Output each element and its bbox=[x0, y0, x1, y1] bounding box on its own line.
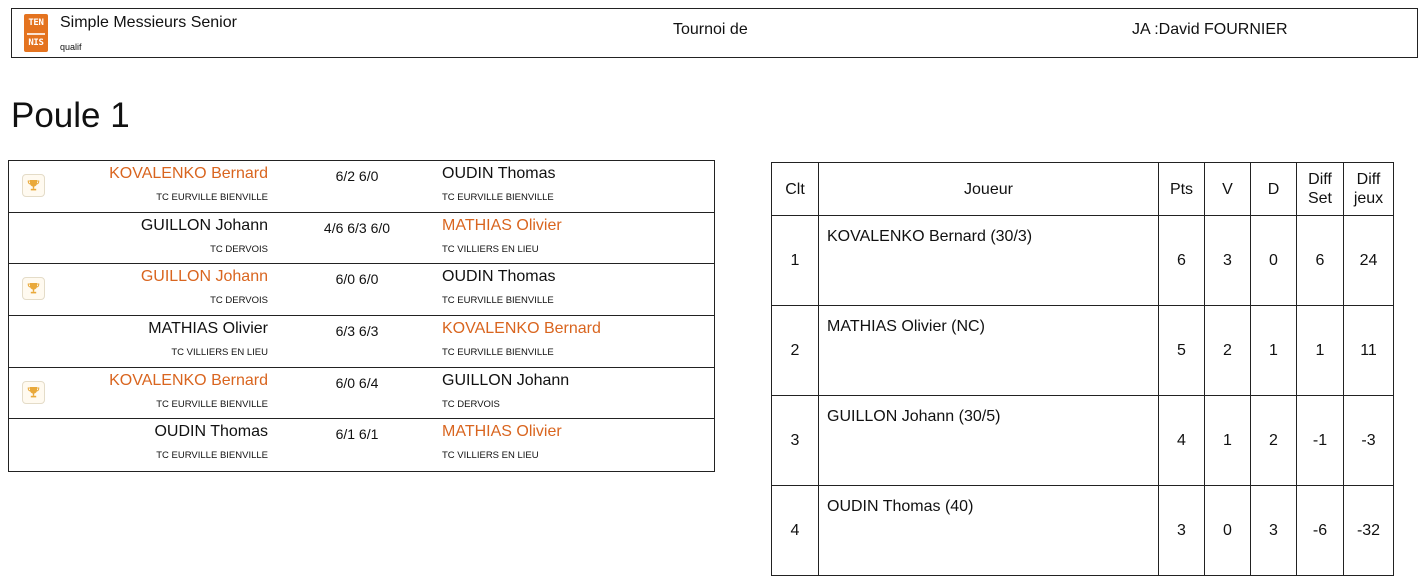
player1-club: TC DERVOIS bbox=[210, 295, 268, 307]
header-diff-set-line1: Diff bbox=[1308, 171, 1332, 188]
player2-club: TC DERVOIS bbox=[442, 398, 500, 410]
rank-cell: 4 bbox=[771, 485, 819, 576]
losses-cell: 3 bbox=[1250, 485, 1297, 576]
losses-cell: 2 bbox=[1250, 395, 1297, 486]
match-score: 6/3 6/3 bbox=[335, 322, 379, 339]
match-row: KOVALENKO Bernard TC EURVILLE BIENVILLE … bbox=[9, 161, 714, 213]
diff-set-cell: 1 bbox=[1296, 305, 1344, 396]
page-title: Poule 1 bbox=[11, 96, 130, 135]
diff-set-cell: -6 bbox=[1296, 485, 1344, 576]
player1-club: TC EURVILLE BIENVILLE bbox=[156, 192, 268, 203]
header: TEN NIS Simple Messieurs Senior qualif T… bbox=[11, 8, 1418, 58]
match-score: 6/1 6/1 bbox=[335, 426, 379, 443]
header-clt: Clt bbox=[771, 162, 819, 216]
trophy-icon bbox=[22, 277, 45, 301]
losses-cell: 1 bbox=[1250, 305, 1297, 396]
rank-cell: 3 bbox=[771, 395, 819, 486]
wins-cell: 1 bbox=[1204, 395, 1251, 486]
header-d: D bbox=[1250, 162, 1297, 216]
logo-divider bbox=[27, 33, 45, 35]
header-diff-jeux: Diff jeux bbox=[1343, 162, 1394, 216]
player1-name: KOVALENKO Bernard bbox=[109, 371, 268, 389]
logo-text-bottom: NIS bbox=[28, 38, 44, 48]
player-cell: GUILLON Johann (30/5) bbox=[818, 395, 1159, 486]
player-cell: OUDIN Thomas (40) bbox=[818, 485, 1159, 576]
diff-jeux-cell: -32 bbox=[1343, 485, 1394, 576]
player1-name: MATHIAS Olivier bbox=[148, 319, 268, 337]
standings-row: 3 GUILLON Johann (30/5) 4 1 2 -1 -3 bbox=[771, 395, 1394, 486]
player-cell: KOVALENKO Bernard (30/3) bbox=[818, 215, 1159, 306]
player1-club: TC EURVILLE BIENVILLE bbox=[156, 450, 268, 462]
logo-text-top: TEN bbox=[28, 18, 44, 28]
tournament-label: Tournoi de bbox=[673, 21, 748, 38]
diff-jeux-cell: 11 bbox=[1343, 305, 1394, 396]
player2-club: TC EURVILLE BIENVILLE bbox=[442, 192, 554, 203]
referee-label: JA :David FOURNIER bbox=[1132, 21, 1288, 38]
player-cell: MATHIAS Olivier (NC) bbox=[818, 305, 1159, 396]
standings-row: 1 KOVALENKO Bernard (30/3) 6 3 0 6 24 bbox=[771, 215, 1394, 306]
rank-cell: 1 bbox=[771, 215, 819, 306]
competition-title: Simple Messieurs Senior bbox=[60, 14, 237, 31]
player1-club: TC VILLIERS EN LIEU bbox=[171, 346, 268, 358]
points-cell: 6 bbox=[1158, 215, 1205, 306]
tennis-logo: TEN NIS bbox=[24, 14, 48, 52]
competition-subtitle: qualif bbox=[60, 42, 82, 52]
match-row: MATHIAS Olivier TC VILLIERS EN LIEU 6/3 … bbox=[9, 316, 714, 368]
header-diff-set-line2: Set bbox=[1307, 190, 1332, 207]
match-score: 6/0 6/0 bbox=[335, 271, 379, 288]
points-cell: 4 bbox=[1158, 395, 1205, 486]
trophy-icon bbox=[22, 174, 45, 197]
wins-cell: 2 bbox=[1204, 305, 1251, 396]
diff-jeux-cell: -3 bbox=[1343, 395, 1394, 486]
trophy-icon bbox=[22, 380, 45, 404]
match-row: GUILLON Johann TC DERVOIS 4/6 6/3 6/0 MA… bbox=[9, 213, 714, 265]
player2-club: TC EURVILLE BIENVILLE bbox=[442, 295, 554, 307]
match-row: GUILLON Johann TC DERVOIS 6/0 6/0 OUDIN … bbox=[9, 264, 714, 316]
losses-cell: 0 bbox=[1250, 215, 1297, 306]
header-diff-jeux-line2: jeux bbox=[1353, 190, 1384, 207]
wins-cell: 0 bbox=[1204, 485, 1251, 576]
player2-name: MATHIAS Olivier bbox=[442, 423, 562, 441]
player2-name: KOVALENKO Bernard bbox=[442, 319, 601, 337]
player1-club: TC EURVILLE BIENVILLE bbox=[156, 398, 268, 410]
header-v: V bbox=[1204, 162, 1251, 216]
player1-name: KOVALENKO Bernard bbox=[109, 165, 268, 182]
player2-name: GUILLON Johann bbox=[442, 371, 570, 389]
standings-row: 2 MATHIAS Olivier (NC) 5 2 1 1 11 bbox=[771, 305, 1394, 396]
standings-row: 4 OUDIN Thomas (40) 3 0 3 -6 -32 bbox=[771, 485, 1394, 576]
matches-list: KOVALENKO Bernard TC EURVILLE BIENVILLE … bbox=[8, 160, 715, 472]
player2-name: OUDIN Thomas bbox=[442, 165, 556, 182]
match-row: KOVALENKO Bernard TC EURVILLE BIENVILLE … bbox=[9, 368, 714, 420]
header-joueur: Joueur bbox=[818, 162, 1159, 216]
player2-name: OUDIN Thomas bbox=[442, 268, 556, 286]
diff-set-cell: -1 bbox=[1296, 395, 1344, 486]
match-score: 4/6 6/3 6/0 bbox=[323, 219, 391, 236]
player2-club: TC VILLIERS EN LIEU bbox=[442, 450, 539, 462]
match-score: 6/2 6/0 bbox=[335, 168, 379, 184]
header-diff-jeux-line1: Diff bbox=[1356, 171, 1381, 188]
player1-name: OUDIN Thomas bbox=[154, 423, 268, 441]
player1-name: GUILLON Johann bbox=[140, 216, 268, 234]
rank-cell: 2 bbox=[771, 305, 819, 396]
player2-club: TC EURVILLE BIENVILLE bbox=[442, 346, 554, 358]
match-row: OUDIN Thomas TC EURVILLE BIENVILLE 6/1 6… bbox=[9, 419, 714, 471]
diff-set-cell: 6 bbox=[1296, 215, 1344, 306]
player2-club: TC VILLIERS EN LIEU bbox=[442, 243, 539, 255]
player1-club: TC DERVOIS bbox=[210, 243, 268, 255]
header-pts: Pts bbox=[1158, 162, 1205, 216]
points-cell: 5 bbox=[1158, 305, 1205, 396]
player1-name: GUILLON Johann bbox=[140, 268, 268, 286]
diff-jeux-cell: 24 bbox=[1343, 215, 1394, 306]
player2-name: MATHIAS Olivier bbox=[442, 216, 562, 234]
wins-cell: 3 bbox=[1204, 215, 1251, 306]
points-cell: 3 bbox=[1158, 485, 1205, 576]
match-score: 6/0 6/4 bbox=[335, 374, 379, 391]
